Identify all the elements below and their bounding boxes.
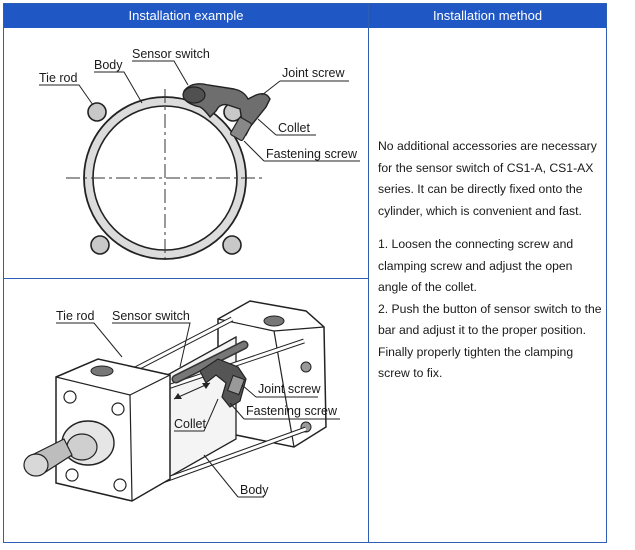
back-bolt-upper <box>300 361 312 373</box>
joint-screw-part <box>226 374 246 396</box>
installation-table: Installation example Installation method <box>3 3 607 543</box>
leader-body <box>94 71 143 104</box>
leader-collet <box>257 118 277 136</box>
isometric-drawing: Tie rod Sensor switch Joint screw Fasten… <box>23 300 340 502</box>
rod-thread-end <box>23 453 49 477</box>
leader-fastening-screw <box>243 140 265 162</box>
method-intro: No additional accessories are necessary … <box>378 139 597 218</box>
front-cap-edge-1 <box>55 376 131 396</box>
leader-sensor-switch <box>132 60 189 86</box>
front-cap-edge-3 <box>129 394 133 502</box>
label-body: Body <box>94 58 123 72</box>
column-divider <box>368 4 369 542</box>
front-bolt-bottom-right <box>113 478 127 492</box>
front-bolt-bottom-left <box>65 468 79 482</box>
tie-rod-bottom-right <box>222 235 242 255</box>
sensor-switch-body-fill <box>173 342 247 382</box>
label-fastening-screw: Fastening screw <box>246 404 338 418</box>
label-tie-rod: Tie rod <box>56 309 94 323</box>
tie-rod-top-left <box>87 102 107 122</box>
leader-joint-screw <box>241 384 257 398</box>
leader-body <box>203 454 239 498</box>
back-cap-edge-2 <box>273 326 325 332</box>
leader-sensor-switch <box>112 322 191 368</box>
label-collet: Collet <box>174 417 206 431</box>
label-tie-rod: Tie rod <box>39 71 77 85</box>
figure-isometric: Tie rod Sensor switch Joint screw Fasten… <box>4 279 368 542</box>
label-fastening-screw: Fastening screw <box>266 147 358 161</box>
cross-section-drawing: Tie rod Body Sensor switch Joint screw C… <box>39 47 360 264</box>
sensor-switch-head <box>182 86 206 104</box>
adjust-arrow-head-left <box>174 393 182 399</box>
row-divider <box>4 278 368 279</box>
label-collet: Collet <box>278 121 310 135</box>
leader-fastening-screw <box>229 402 245 420</box>
method-step-2: 2. Push the button of sensor switch to t… <box>378 301 602 381</box>
front-bolt-top-right <box>111 402 125 416</box>
method-step-1: 1. Loosen the connecting screw and clamp… <box>378 237 574 294</box>
rod-nose <box>66 433 98 461</box>
leader-joint-screw <box>261 80 281 96</box>
tie-rod-bottom-fill <box>153 427 307 486</box>
header-installation-method: Installation method <box>369 4 606 28</box>
label-sensor-switch: Sensor switch <box>132 47 210 61</box>
installation-method-text: No additional accessories are necessary … <box>378 136 602 385</box>
leader-tie-rod <box>39 84 94 106</box>
leader-collet <box>174 398 219 432</box>
fastening-screw-part <box>230 116 252 142</box>
adjust-arrow-head-right <box>202 383 210 389</box>
header-installation-example: Installation example <box>4 4 368 28</box>
method-steps: 1. Loosen the connecting screw and clamp… <box>378 234 602 385</box>
back-port <box>263 315 285 327</box>
label-body: Body <box>240 483 269 497</box>
tie-rod-bottom-left <box>90 235 110 255</box>
sensor-bracket <box>199 358 247 408</box>
leader-tie-rod <box>56 322 123 358</box>
label-joint-screw: Joint screw <box>258 382 321 396</box>
figure-cross-section: Tie rod Body Sensor switch Joint screw C… <box>4 29 368 278</box>
front-port <box>90 365 114 377</box>
label-joint-screw: Joint screw <box>282 66 345 80</box>
label-sensor-switch: Sensor switch <box>112 309 190 323</box>
front-bolt-top-left <box>63 390 77 404</box>
front-cap-edge-2 <box>129 374 171 396</box>
